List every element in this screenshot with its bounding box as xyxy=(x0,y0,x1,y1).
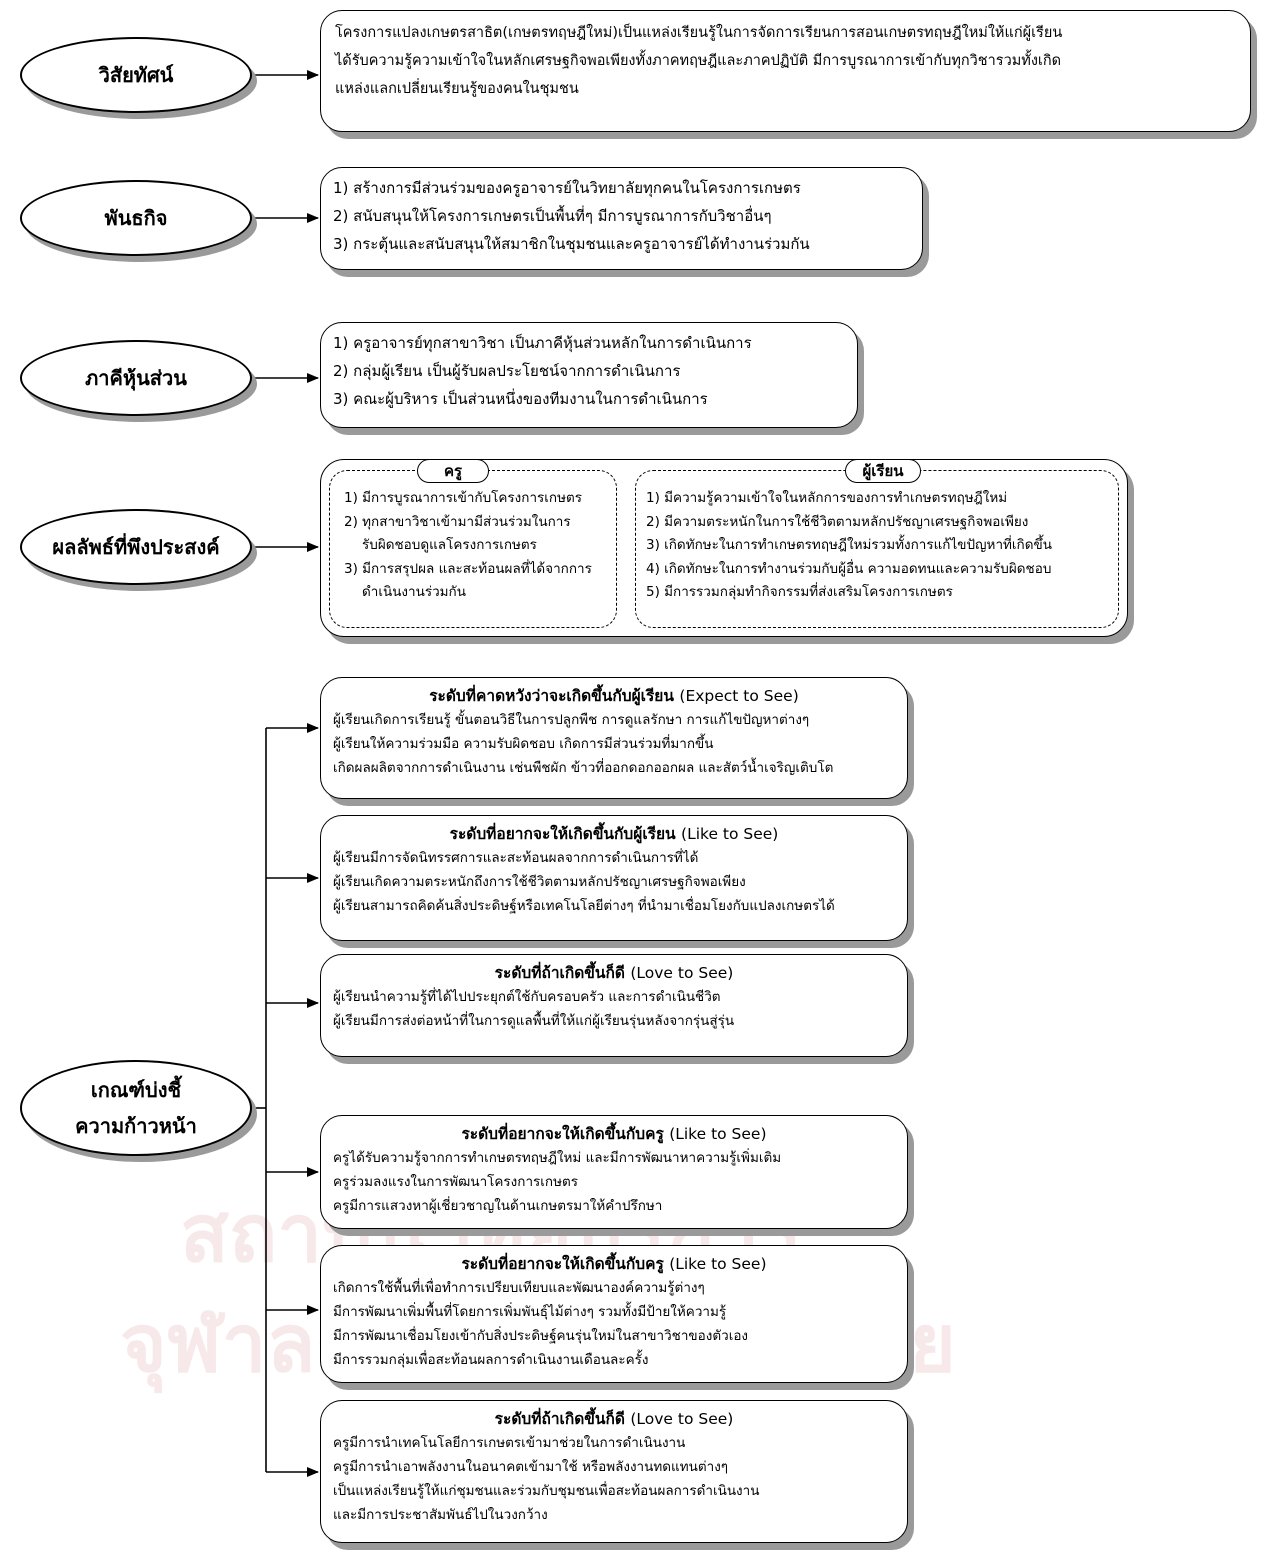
node-mission: พันธกิจ xyxy=(20,180,252,256)
teacher-outcomes-title: ครู xyxy=(417,460,489,483)
level-item: ผู้เรียนมีการจัดนิทรรศการและสะท้อนผลจากก… xyxy=(333,850,699,866)
level-item: ผู้เรียนมีการส่งต่อหน้าที่ในการดูแลพื้นท… xyxy=(333,1013,735,1029)
stakeholder-item: 1) ครูอาจารย์ทุกสาขาวิชา เป็นภาคีหุ้นส่ว… xyxy=(333,334,752,352)
level-title-th: ระดับที่ถ้าเกิดขึ้นก็ดี xyxy=(494,1410,625,1428)
level-title: ระดับที่ถ้าเกิดขึ้นก็ดี (Love to See) xyxy=(333,961,895,985)
level-item: ผู้เรียนนำความรู้ที่ได้ไปประยุกต์ใช้กับค… xyxy=(333,989,721,1005)
teacher-outcome-item: ดำเนินงานร่วมกัน xyxy=(362,584,466,600)
level-box-3: ระดับที่ถ้าเกิดขึ้นก็ดี (Love to See) ผู… xyxy=(320,954,908,1057)
node-progress-label-2: ความก้าวหน้า xyxy=(75,1114,197,1138)
learner-outcomes-title: ผู้เรียน xyxy=(845,460,921,483)
level-item: ผู้เรียนเกิดความตระหนักถึงการใช้ชีวิตตาม… xyxy=(333,874,746,890)
vision-line: แหล่งแลกเปลี่ยนเรียนรู้ของคนในชุมชน xyxy=(335,81,579,97)
teacher-outcome-item: 3) มีการสรุปผล และสะท้อนผลที่ได้จากการ xyxy=(344,560,592,577)
learner-outcome-item: 3) เกิดทักษะในการทำเกษตรทฤษฎีใหม่รวมทั้ง… xyxy=(646,537,1052,553)
level-title-en: (Love to See) xyxy=(630,964,734,982)
teacher-outcomes: 1) มีการบูรณาการเข้ากับโครงการเกษตร 2) ท… xyxy=(329,470,617,628)
level-item: ผู้เรียนเกิดการเรียนรู้ ขั้นตอนวิธีในการ… xyxy=(333,712,810,728)
level-item: ครูมีการนำเอาพลังงานในอนาคตเข้ามาใช้ หรื… xyxy=(333,1459,729,1475)
level-title: ระดับที่อยากจะให้เกิดขึ้นกับครู (Like to… xyxy=(333,1252,895,1276)
level-box-2: ระดับที่อยากจะให้เกิดขึ้นกับผู้เรียน (Li… xyxy=(320,815,908,941)
vision-line: ได้รับความรู้ความเข้าใจในหลักเศรษฐกิจพอเ… xyxy=(335,53,1062,69)
node-progress-label-1: เกณฑ์บ่งชี้ xyxy=(90,1078,182,1102)
node-outcomes: ผลลัพธ์ที่พึงประสงค์ xyxy=(20,509,252,585)
level-box-6: ระดับที่ถ้าเกิดขึ้นก็ดี (Love to See) คร… xyxy=(320,1400,908,1543)
node-vision-label: วิสัยทัศน์ xyxy=(98,63,174,87)
node-vision: วิสัยทัศน์ xyxy=(20,37,252,113)
level-title-en: (Expect to See) xyxy=(679,687,799,705)
level-title-th: ระดับที่อยากจะให้เกิดขึ้นกับครู xyxy=(461,1255,664,1273)
stakeholder-item: 2) กลุ่มผู้เรียน เป็นผู้รับผลประโยชน์จาก… xyxy=(333,362,681,380)
node-stakeholders-label: ภาคีหุ้นส่วน xyxy=(85,366,187,390)
level-title-en: (Like to See) xyxy=(681,825,779,843)
mission-item: 3) กระตุ้นและสนับสนุนให้สมาชิกในชุมชนและ… xyxy=(333,235,810,253)
level-item: เกิดการใช้พื้นที่เพื่อทำการเปรียบเทียบแล… xyxy=(333,1280,705,1296)
node-stakeholders: ภาคีหุ้นส่วน xyxy=(20,340,252,416)
teacher-outcome-item: 1) มีการบูรณาการเข้ากับโครงการเกษตร xyxy=(344,490,582,506)
level-box-5: ระดับที่อยากจะให้เกิดขึ้นกับครู (Like to… xyxy=(320,1245,908,1383)
level-item: ผู้เรียนให้ความร่วมมือ ความรับผิดชอบ เกิ… xyxy=(333,736,714,752)
learner-outcome-item: 1) มีความรู้ความเข้าใจในหลักการของการทำเ… xyxy=(646,490,1008,506)
level-item: ครูมีการแสวงหาผู้เชี่ยวชาญในด้านเกษตรมาใ… xyxy=(333,1198,663,1214)
level-box-4: ระดับที่อยากจะให้เกิดขึ้นกับครู (Like to… xyxy=(320,1115,908,1229)
learner-outcome-item: 2) มีความตระหนักในการใช้ชีวิตตามหลักปรัช… xyxy=(646,513,1029,530)
level-item: ครูมีการนำเทคโนโลยีการเกษตรเข้ามาช่วยในก… xyxy=(333,1435,686,1451)
level-box-1: ระดับที่คาดหวังว่าจะเกิดขึ้นกับผู้เรียน … xyxy=(320,677,908,799)
node-progress: เกณฑ์บ่งชี้ ความก้าวหน้า xyxy=(20,1060,252,1156)
level-title-th: ระดับที่ถ้าเกิดขึ้นก็ดี xyxy=(494,964,625,982)
teacher-outcome-item: รับผิดชอบดูแลโครงการเกษตร xyxy=(362,537,537,553)
node-mission-label: พันธกิจ xyxy=(104,206,168,230)
mission-item: 2) สนับสนุนให้โครงการเกษตรเป็นพื้นที่ๆ ม… xyxy=(333,207,772,225)
learner-outcome-item: 4) เกิดทักษะในการทำงานร่วมกับผู้อื่น ควา… xyxy=(646,560,1052,577)
level-title-en: (Love to See) xyxy=(630,1410,734,1428)
level-title-en: (Like to See) xyxy=(669,1255,767,1273)
learner-outcomes: 1) มีความรู้ความเข้าใจในหลักการของการทำเ… xyxy=(635,470,1119,628)
mission-item: 1) สร้างการมีส่วนร่วมของครูอาจารย์ในวิทย… xyxy=(333,179,801,197)
teacher-outcome-item: 2) ทุกสาขาวิชาเข้ามามีส่วนร่วมในการ xyxy=(344,513,571,530)
level-item: ผู้เรียนสามารถคิดค้นสิ่งประดิษฐ์หรือเทคโ… xyxy=(333,898,835,914)
level-item: เกิดผลผลิตจากการดำเนินงาน เช่นพืชผัก ข้า… xyxy=(333,760,834,776)
level-item: เป็นแหล่งเรียนรู้ให้แก่ชุมชนและร่วมกับชุ… xyxy=(333,1483,760,1499)
vision-box: โครงการแปลงเกษตรสาธิต(เกษตรทฤษฎีใหม่)เป็… xyxy=(320,10,1251,132)
level-title: ระดับที่อยากจะให้เกิดขึ้นกับผู้เรียน (Li… xyxy=(333,822,895,846)
level-item: มีการรวมกลุ่มเพื่อสะท้อนผลการดำเนินงานเด… xyxy=(333,1352,649,1368)
learner-outcome-item: 5) มีการรวมกลุ่มทำกิจกรรมที่ส่งเสริมโครง… xyxy=(646,584,953,600)
level-title-th: ระดับที่คาดหวังว่าจะเกิดขึ้นกับผู้เรียน xyxy=(429,687,674,705)
level-title-th: ระดับที่อยากจะให้เกิดขึ้นกับผู้เรียน xyxy=(449,825,676,843)
stakeholder-box: 1) ครูอาจารย์ทุกสาขาวิชา เป็นภาคีหุ้นส่ว… xyxy=(320,322,858,428)
level-title: ระดับที่อยากจะให้เกิดขึ้นกับครู (Like to… xyxy=(333,1122,895,1146)
node-outcomes-label: ผลลัพธ์ที่พึงประสงค์ xyxy=(52,535,220,559)
level-item: มีการพัฒนาเชื่อมโยงเข้ากับสิ่งประดิษฐ์คน… xyxy=(333,1328,749,1344)
level-item: ครูร่วมลงแรงในการพัฒนาโครงการเกษตร xyxy=(333,1174,578,1190)
level-title-th: ระดับที่อยากจะให้เกิดขึ้นกับครู xyxy=(461,1125,664,1143)
level-item: ครูได้รับความรู้จากการทำเกษตรทฤษฎีใหม่ แ… xyxy=(333,1150,782,1166)
level-item: มีการพัฒนาเพิ่มพื้นที่โดยการเพิ่มพันธุ์ไ… xyxy=(333,1304,727,1320)
level-title-en: (Like to See) xyxy=(669,1125,767,1143)
level-item: และมีการประชาสัมพันธ์ไปในวงกว้าง xyxy=(333,1507,548,1523)
level-title: ระดับที่ถ้าเกิดขึ้นก็ดี (Love to See) xyxy=(333,1407,895,1431)
outcome-box: 1) มีการบูรณาการเข้ากับโครงการเกษตร 2) ท… xyxy=(320,459,1128,637)
level-title: ระดับที่คาดหวังว่าจะเกิดขึ้นกับผู้เรียน … xyxy=(333,684,895,708)
mission-box: 1) สร้างการมีส่วนร่วมของครูอาจารย์ในวิทย… xyxy=(320,167,923,270)
stakeholder-item: 3) คณะผู้บริหาร เป็นส่วนหนึ่งของทีมงานใน… xyxy=(333,390,708,408)
vision-line: โครงการแปลงเกษตรสาธิต(เกษตรทฤษฎีใหม่)เป็… xyxy=(335,25,1063,41)
